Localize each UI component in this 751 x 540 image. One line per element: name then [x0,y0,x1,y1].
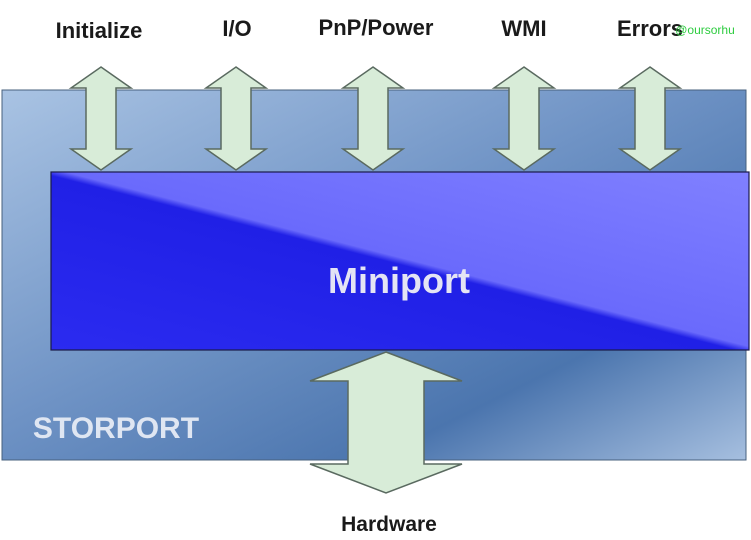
io-arrow [203,66,269,171]
wmi-label: WMI [501,16,546,41]
hardware-arrow [309,351,463,494]
io-label: I/O [222,16,251,41]
miniport-label: Miniport [328,260,470,301]
hardware-label: Hardware [341,513,437,536]
wmi-arrow [491,66,557,171]
storport-label: STORPORT [33,412,199,445]
pnp-power-label: PnP/Power [319,15,434,40]
errors-label: Errors [617,16,683,41]
initialize-arrow [68,66,134,171]
miniport-box [50,171,750,351]
errors-arrow [617,66,683,171]
watermark: @oursorhu [675,23,735,37]
initialize-label: Initialize [56,18,143,43]
pnp-power-arrow [340,66,406,171]
